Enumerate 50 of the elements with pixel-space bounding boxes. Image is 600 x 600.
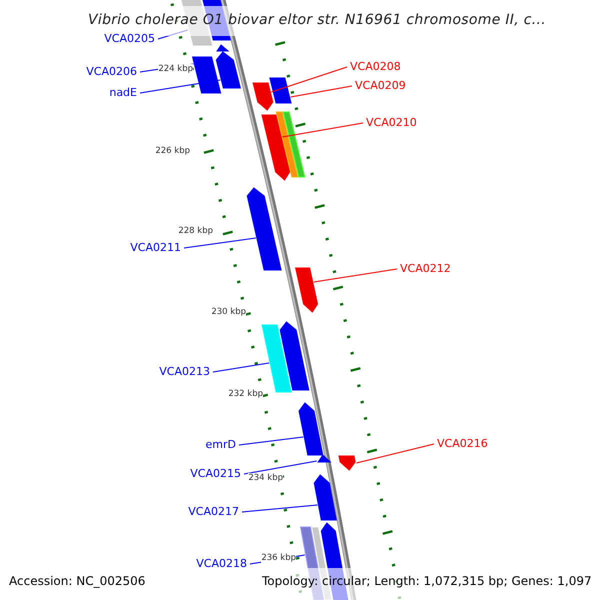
leader-line [290,86,352,98]
gene-label: emrD [206,438,236,451]
gene-block [280,321,310,390]
gene-label: VCA0216 [437,437,488,450]
ruler-tick-label: 232 kbp [228,389,263,399]
gene-block [246,187,282,270]
gene-block [252,82,274,111]
leader-line [238,436,304,446]
gene-block [317,454,332,462]
ruler-tick-label: 224 kbp [158,64,193,74]
gene-label: VCA0209 [355,79,406,92]
ruler-tick-label: 228 kbp [178,226,213,236]
ruler-tick-label: 230 kbp [211,307,246,317]
gene-label: VCA0211 [130,241,181,254]
gene-block [282,112,306,178]
gene-block [338,456,356,471]
gene-block [295,268,318,313]
leader-line [282,122,364,138]
ruler-tick-label: 236 kbp [261,553,296,563]
title: Vibrio cholerae O1 biovar eltor str. N16961 chromosome II, c... [88,11,546,29]
gene-block [298,402,324,456]
leader-line [184,238,256,248]
footer-text: Accession: NC_002506 [9,575,146,588]
leader-line [212,362,270,372]
gene-label: VCA0206 [86,65,137,78]
gene-label: nadE [109,86,137,99]
leader-line [140,80,221,94]
leader-line [270,66,348,92]
leader-line [356,444,434,464]
leader-line [244,460,318,474]
leader-line [242,504,318,512]
gene-label: VCA0218 [196,557,247,570]
gene-block [261,324,292,392]
gene-label: VCA0205 [104,32,155,45]
gene-label: VCA0212 [400,262,451,275]
gene-label: VCA0208 [350,60,401,73]
gene-block [276,112,298,178]
footer-text: Topology: circular; Length: 1,072,315 bp; Genes: 1,097 [262,575,592,588]
gene-label: VCA0215 [190,467,241,480]
gene-block [261,114,290,181]
gene-label: VCA0217 [188,505,239,518]
ruler-tick-label: 234 kbp [248,473,283,483]
gene-label: VCA0213 [159,365,210,378]
ruler-tick-label: 226 kbp [155,146,190,156]
gene-block [269,78,292,104]
gene-block [314,474,337,520]
leader-line [158,30,188,40]
gene-label: VCA0210 [366,116,417,129]
gene-block [192,56,222,94]
leader-line [313,268,398,282]
